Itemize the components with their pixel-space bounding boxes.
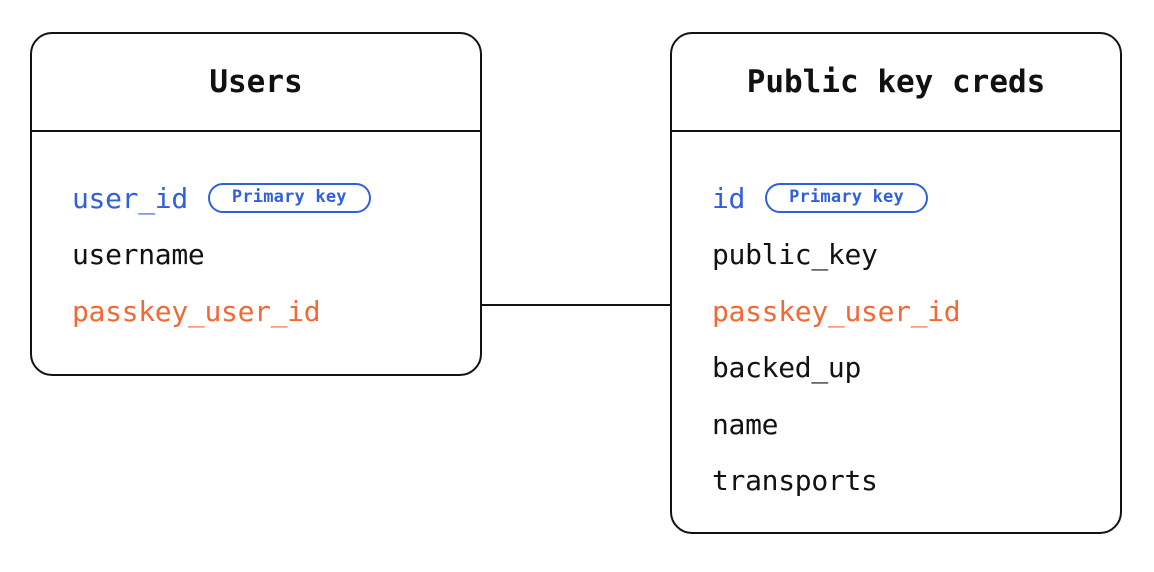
primary-key-badge: Primary key [207,183,371,214]
entity-field-list-public-key-creds: id Primary key public_key passkey_user_i… [672,130,1120,532]
field-row[interactable]: passkey_user_id [712,283,1120,340]
entity-header-divider [32,130,480,132]
field-name-passkey-user-id: passkey_user_id [72,294,321,328]
entity-title-users: Users [209,64,303,100]
field-name-public-key: public_key [712,238,878,272]
relationship-connector-line [481,304,671,307]
entity-header-divider [672,130,1120,132]
field-name-backed-up: backed_up [712,351,862,385]
entity-title-public-key-creds: Public key creds [746,64,1046,100]
field-row[interactable]: backed_up [712,340,1120,397]
field-name-passkey-user-id: passkey_user_id [712,294,961,328]
primary-key-badge: Primary key [765,183,928,214]
field-row[interactable]: username [72,227,480,284]
field-row[interactable]: user_id Primary key [72,170,480,227]
entity-box-users[interactable]: Users user_id Primary key username passk… [30,32,482,376]
field-name-transports: transports [712,464,878,498]
field-row[interactable]: passkey_user_id [72,283,480,340]
field-name-username: username [72,238,205,272]
field-row[interactable]: id Primary key [712,170,1120,227]
field-row[interactable]: name [712,396,1120,453]
field-row[interactable]: public_key [712,227,1120,284]
entity-field-list-users: user_id Primary key username passkey_use… [32,130,480,374]
field-name-id: id [712,181,746,215]
field-row[interactable]: transports [712,453,1120,510]
field-name-name: name [712,407,779,441]
field-name-user-id: user_id [72,181,188,215]
entity-box-public-key-creds[interactable]: Public key creds id Primary key public_k… [670,32,1122,534]
